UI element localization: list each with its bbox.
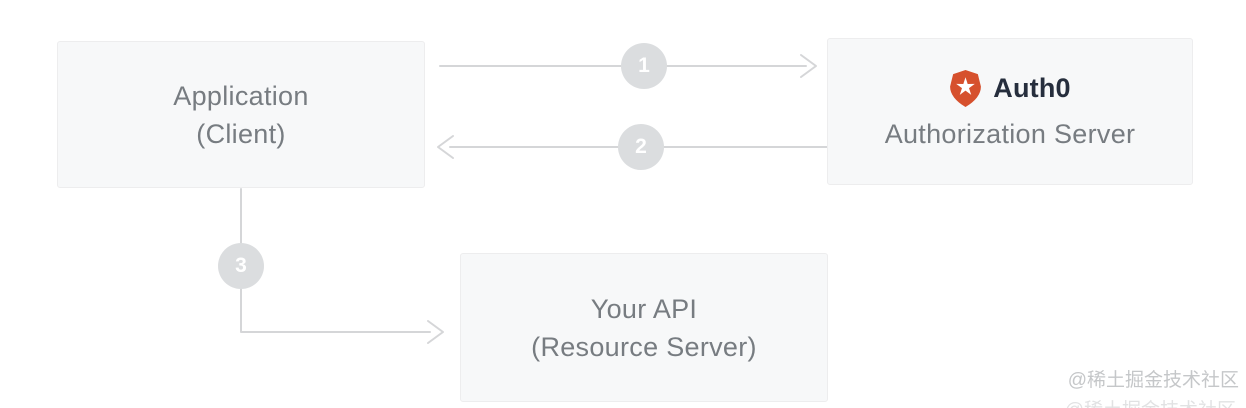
arrow-step-3	[240, 188, 444, 344]
node-application-client: Application (Client)	[57, 41, 425, 188]
watermark-text-clipped: @稀土掘金技术社区	[1065, 399, 1236, 408]
step-badge-1: 1	[621, 43, 667, 89]
authorization-server-label: Authorization Server	[884, 119, 1136, 149]
node-your-api: Your API (Resource Server)	[460, 253, 828, 402]
application-sublabel: (Client)	[196, 118, 286, 149]
node-authorization-server: Auth0 Authorization Server	[827, 38, 1193, 185]
auth0-brand-name: Auth0	[993, 73, 1071, 103]
watermark-text: @稀土掘金技术社区	[1067, 370, 1239, 391]
step-badge-3: 3	[218, 243, 264, 289]
auth0-brand-row: Auth0	[949, 70, 1071, 107]
api-label: Your API	[590, 293, 698, 324]
application-label: Application	[173, 80, 309, 111]
api-sublabel: (Resource Server)	[531, 331, 757, 362]
auth0-shield-icon	[949, 70, 982, 107]
step-badge-2: 2	[618, 124, 664, 170]
